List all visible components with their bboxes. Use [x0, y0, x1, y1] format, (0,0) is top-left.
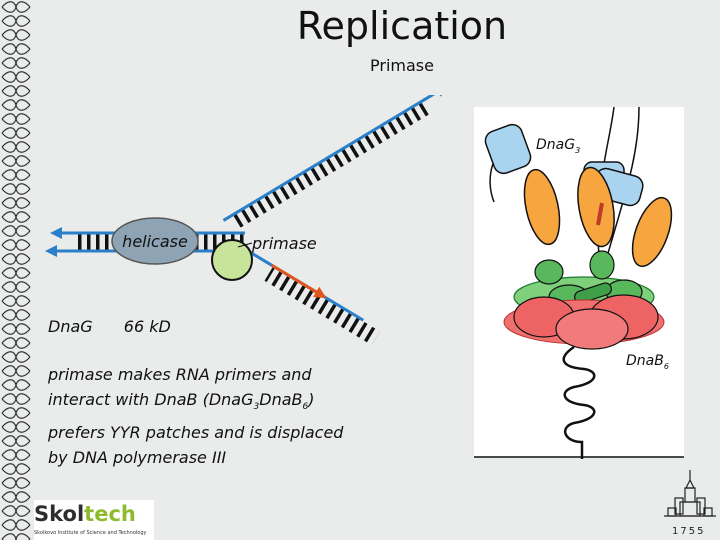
helicase-shape [111, 217, 199, 265]
primase-shape [211, 239, 253, 281]
lagging-strand-arm [246, 249, 380, 345]
dnag-structure-label: DnaG3 [536, 137, 580, 155]
page-title: Replication [296, 4, 508, 48]
dnab-structure-label: DnaB6 [626, 353, 669, 371]
dnag-mass: 66 kD [123, 317, 171, 336]
dnag-line: DnaG 66 kD [48, 317, 171, 336]
page-subtitle: Primase [370, 56, 434, 75]
primase-description: primase makes RNA primers and interact w… [48, 362, 343, 470]
desc-line: prefers YYR patches and is displaced [48, 423, 344, 443]
helicase-label: helicase [122, 232, 188, 251]
skoltech-logo: Skoltech Skolkovo Institute of Science a… [34, 500, 154, 540]
desc-line: by DNA polymerase III [48, 448, 227, 468]
msu-year: 1755 [672, 526, 706, 537]
decorative-border [0, 0, 32, 540]
msu-emblem [664, 470, 716, 517]
desc-line: interact with DnaB (DnaG3DnaB6) [48, 390, 315, 413]
primase-label: primase [251, 234, 317, 253]
leading-strand-arm [222, 95, 449, 229]
dnag-dnab-structure-image: DnaG3 DnaB6 [474, 107, 684, 459]
replication-fork-diagram: helicase primase [45, 95, 449, 345]
desc-line: primase makes RNA primers and [48, 365, 312, 384]
dnag-name: DnaG [48, 317, 93, 336]
